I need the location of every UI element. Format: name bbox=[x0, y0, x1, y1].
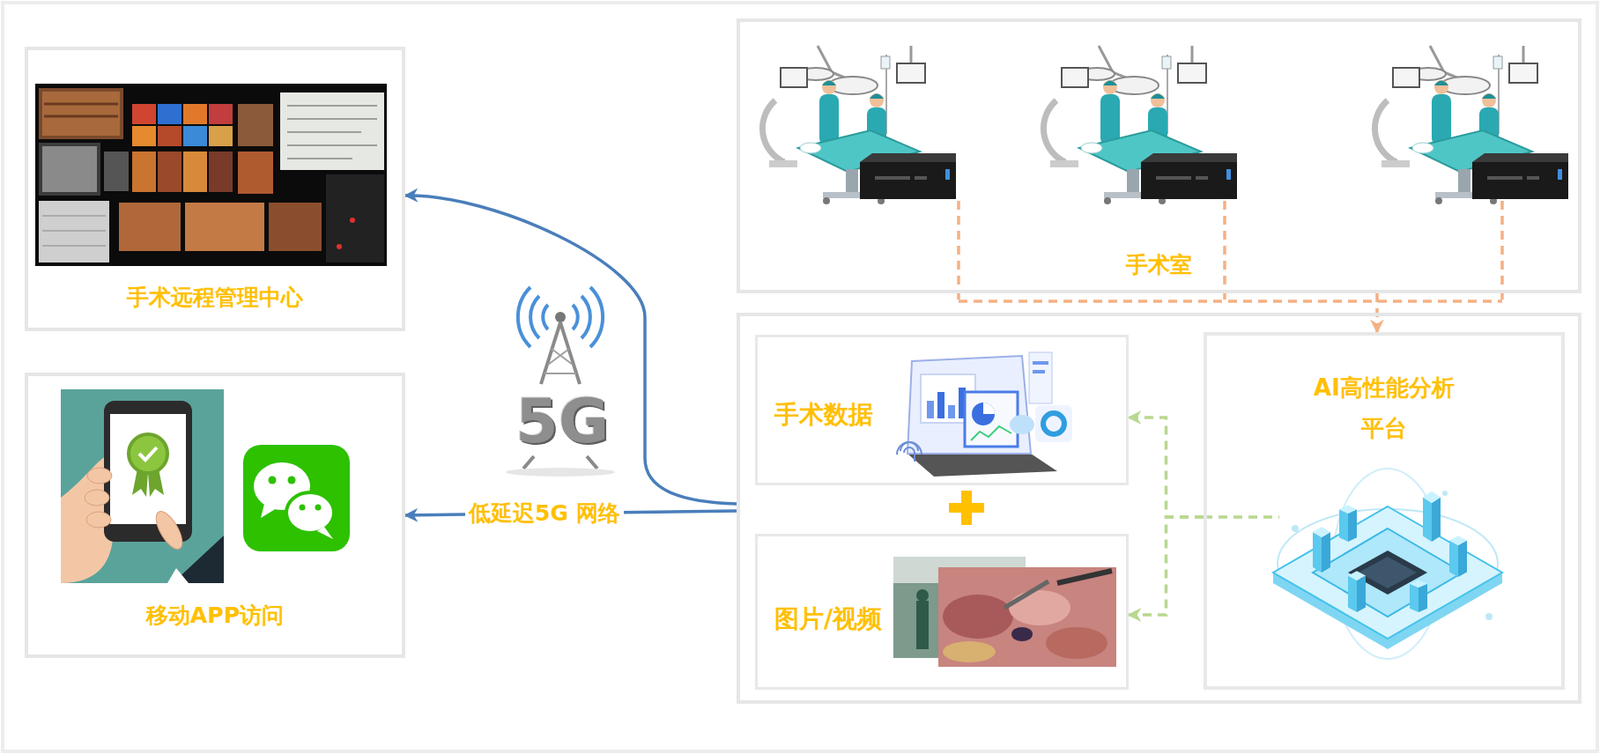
surgery-photo bbox=[893, 556, 1117, 667]
data-dashboard-figure bbox=[896, 352, 1073, 477]
panel-box: 手术远程管理中心 bbox=[24, 46, 406, 332]
node-label: 手术室 bbox=[740, 250, 1578, 281]
panel-box: AI高性能分析 平台 bbox=[1203, 332, 1565, 690]
wechat-icon bbox=[243, 444, 350, 552]
panel-box: 手术数据 bbox=[755, 334, 1129, 486]
flow-connector bbox=[1128, 417, 1204, 518]
control-room-photo bbox=[35, 83, 387, 267]
panel-box: 图片/视频 bbox=[755, 533, 1129, 690]
node-label: 移动APP访问 bbox=[28, 600, 402, 631]
panel-box: 手术数据图片/视频 AI高性能分析 平台 bbox=[736, 312, 1582, 704]
tower-label: 5G bbox=[515, 389, 609, 453]
node-label: 手术远程管理中心 bbox=[28, 282, 402, 313]
panel-box: 手术室 bbox=[736, 18, 1582, 294]
node-label: AI高性能分析 平台 bbox=[1303, 367, 1465, 449]
operating-room-figure bbox=[762, 45, 956, 205]
5g-tower-figure bbox=[505, 287, 615, 477]
flow-connector bbox=[1128, 517, 1204, 615]
node-label: 手术数据 bbox=[774, 400, 874, 430]
ai-platform-figure bbox=[1203, 468, 1503, 660]
operating-room-figure bbox=[1043, 45, 1238, 205]
plus-sign bbox=[948, 490, 985, 526]
room-feed-lines bbox=[958, 200, 1503, 302]
node-label: 图片/视频 bbox=[774, 604, 882, 635]
operating-room-figure bbox=[1374, 45, 1569, 205]
edge-label: 低延迟5G 网络 bbox=[465, 500, 624, 527]
flow-connector bbox=[405, 195, 737, 504]
mobile-phone-figure bbox=[60, 389, 224, 584]
panel-box: 移动APP访问 bbox=[24, 372, 406, 659]
